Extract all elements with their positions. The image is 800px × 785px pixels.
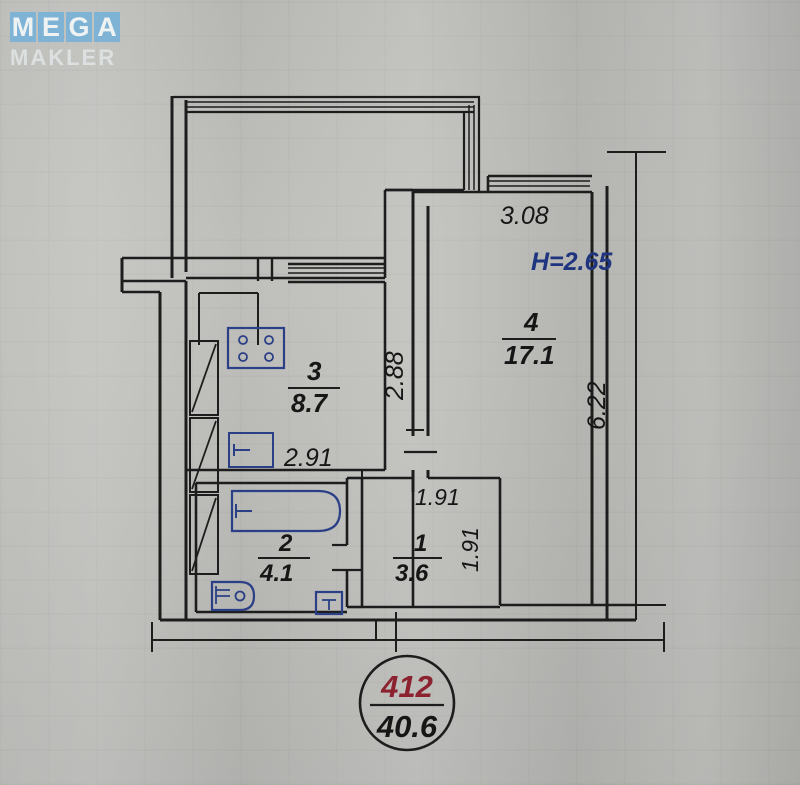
apartment-badge: 412 40.6 — [358, 654, 456, 752]
dimension-room1-top: 1.91 — [415, 484, 460, 510]
apartment-outer-walls — [120, 186, 636, 622]
room-1-area: 3.6 — [395, 560, 429, 587]
toilet-icon — [210, 580, 256, 612]
door-opening-ticks — [332, 450, 437, 572]
room-3-number: 3 — [307, 356, 322, 386]
room-1-number: 1 — [414, 530, 427, 557]
watermark-letter-a: A — [94, 12, 120, 42]
room-4-number: 4 — [523, 307, 539, 337]
apartment-number: 412 — [380, 669, 433, 704]
watermark-logo: M E G A MAKLER — [10, 12, 120, 71]
stove-4-burner-icon — [226, 326, 286, 370]
ceiling-height-label: H=2.65 — [531, 248, 613, 276]
dimension-kitchen-bottom: 2.91 — [283, 444, 333, 472]
watermark-makler: MAKLER — [10, 45, 117, 70]
room-3-area: 8.7 — [291, 388, 329, 418]
entry-door-swing — [198, 292, 259, 345]
closet-niche-1 — [189, 340, 219, 416]
room-2-bathroom — [194, 481, 347, 614]
watermark-letter-g: G — [66, 12, 92, 42]
sink-icon — [314, 590, 344, 616]
room-4-living-room — [385, 174, 592, 607]
watermark-letter-m: M — [10, 12, 36, 42]
wash-basin-icon — [228, 432, 274, 468]
bathtub-icon — [230, 489, 342, 533]
room-2-number: 2 — [278, 530, 293, 557]
room-4-area: 17.1 — [504, 340, 555, 370]
dimension-room4-top: 3.08 — [500, 202, 549, 230]
room-1-wc — [345, 476, 500, 609]
dimension-room4-right: 6.22 — [583, 381, 611, 430]
room-3-kitchen — [186, 282, 387, 472]
dimension-lines — [151, 151, 666, 652]
watermark-letter-e: E — [38, 12, 64, 42]
closet-niche-3 — [189, 494, 219, 575]
closet-niche-2 — [189, 417, 219, 493]
watermark-mega: M E G A — [10, 12, 120, 42]
balcony-outline — [170, 95, 481, 280]
apartment-total-area: 40.6 — [376, 709, 438, 744]
room-2-area: 4.1 — [259, 560, 293, 587]
dimension-room1-right: 1.91 — [457, 527, 483, 572]
dimension-kitchen-right: 2.88 — [381, 351, 409, 401]
closet-niche-group — [189, 340, 219, 575]
